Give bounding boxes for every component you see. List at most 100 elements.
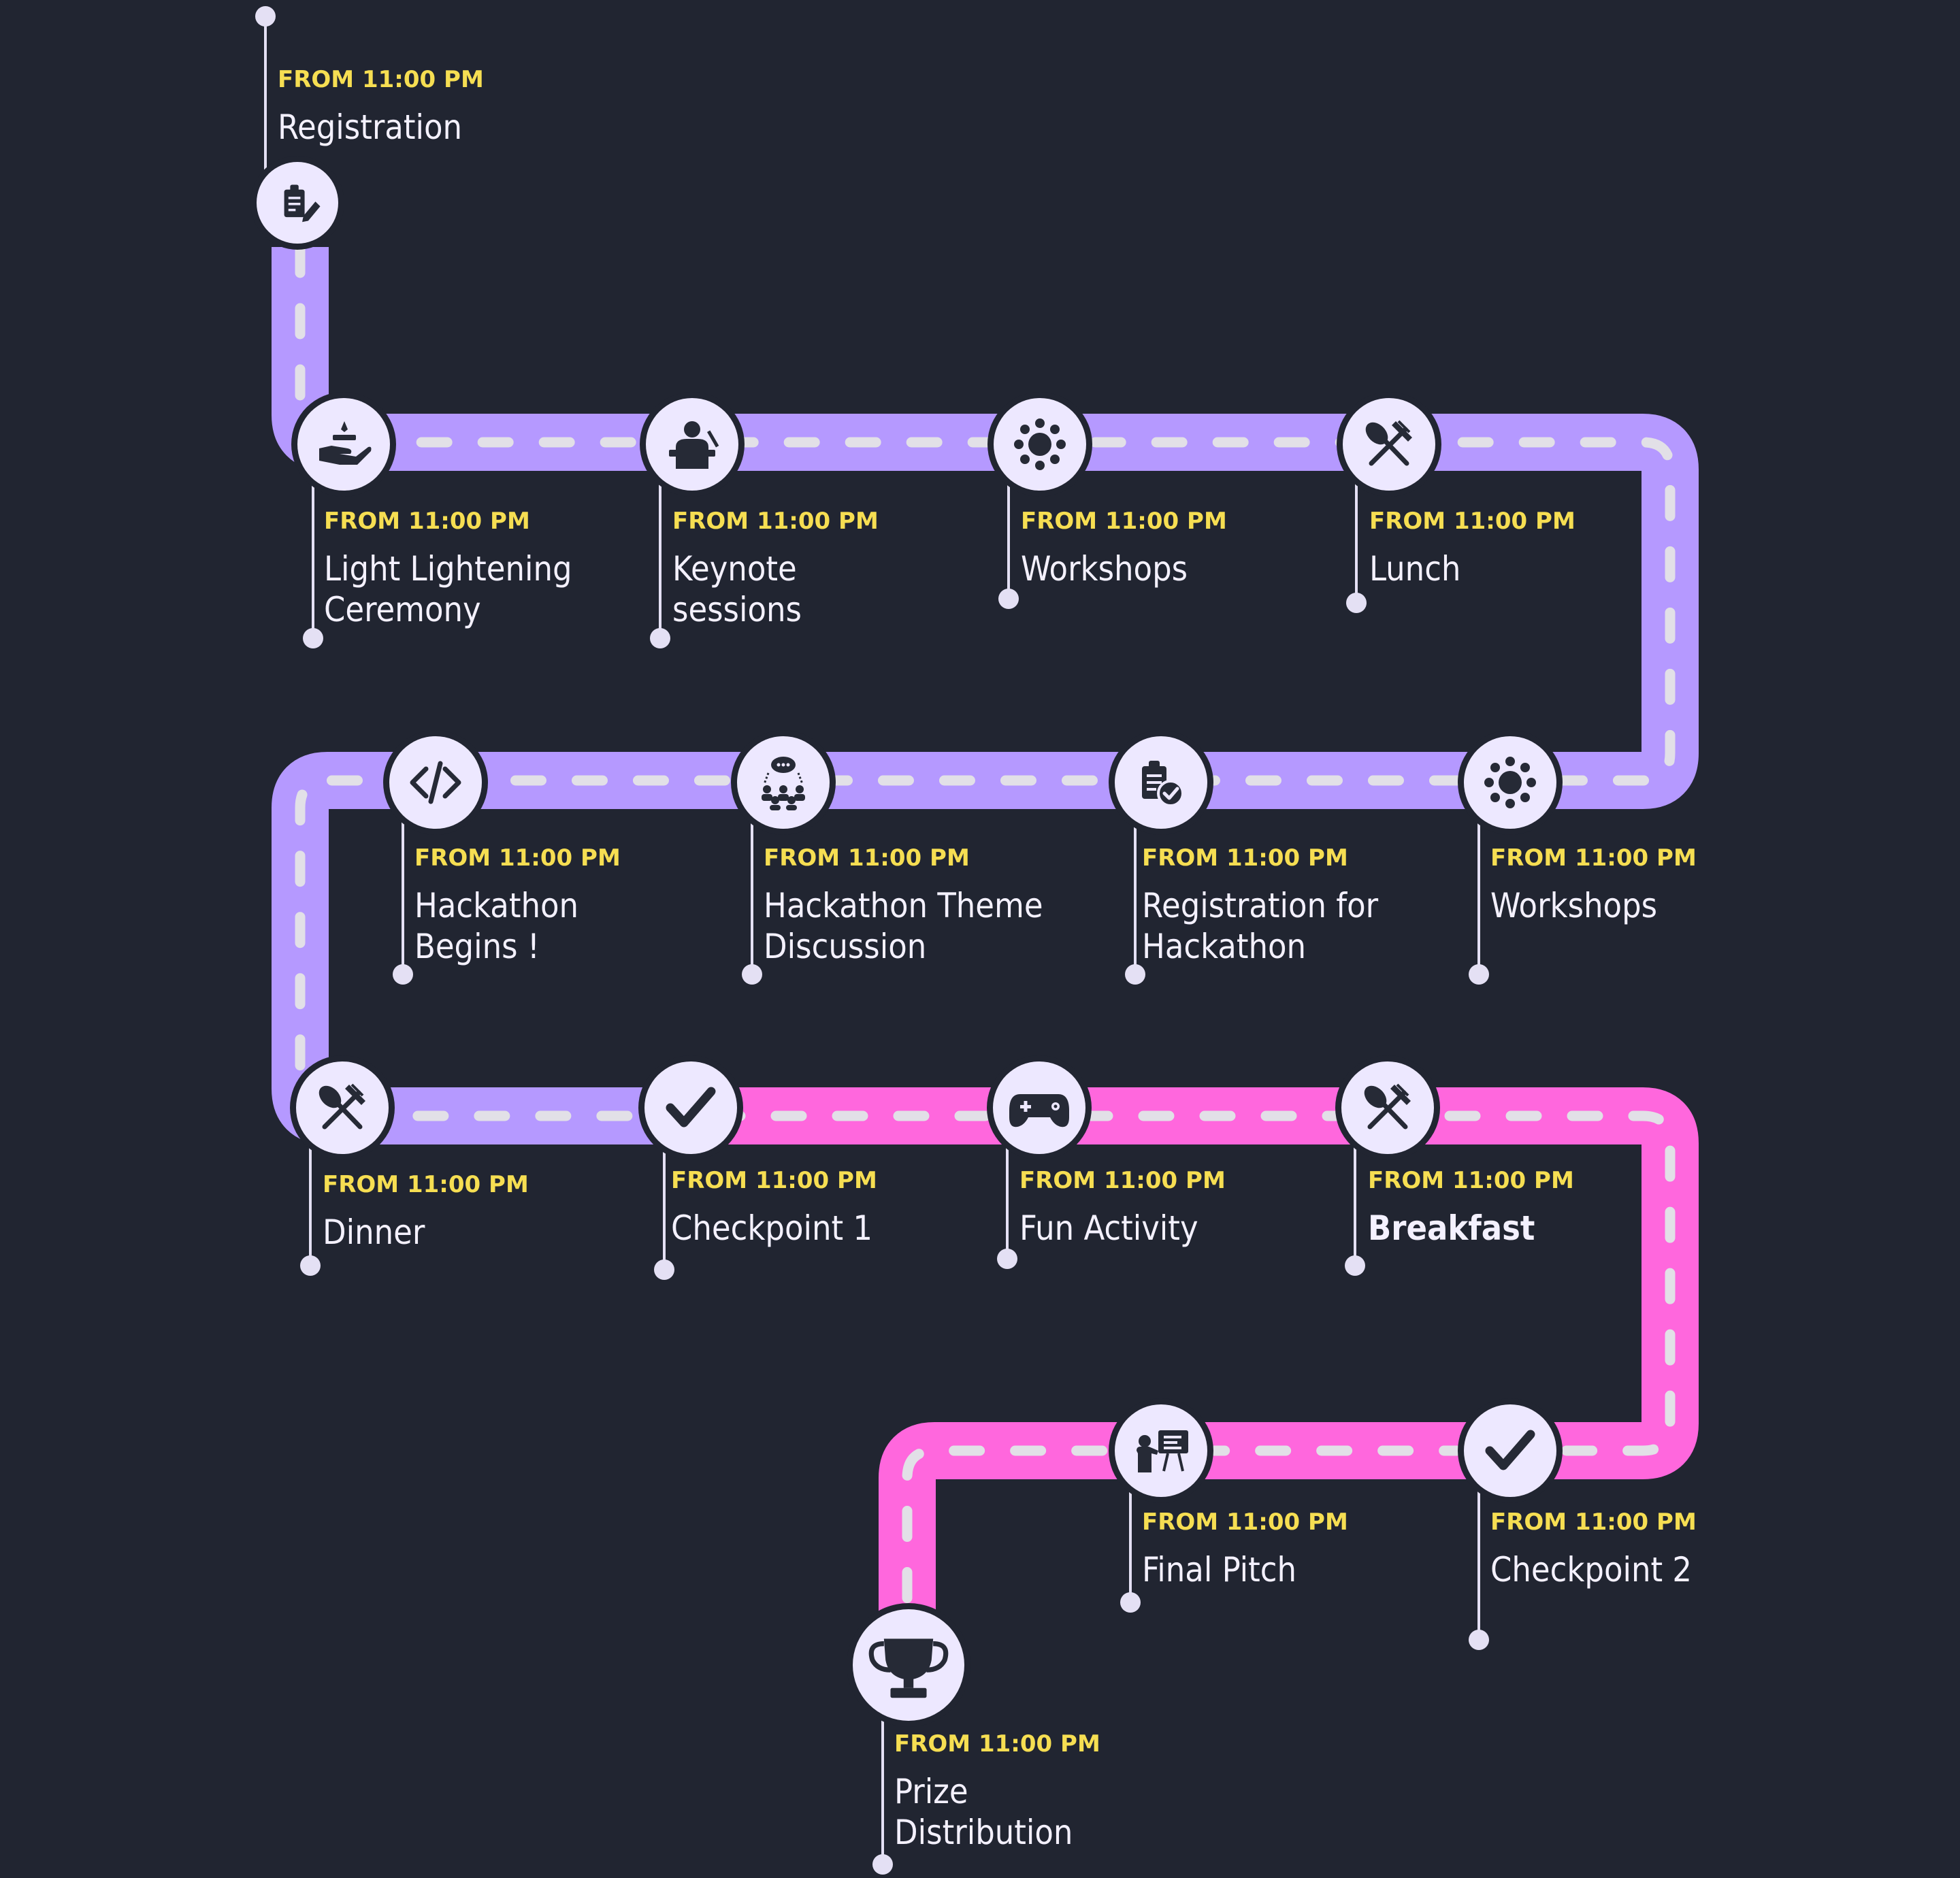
pin-workshops-2	[1469, 806, 1489, 985]
pin-prize-distribution	[872, 1694, 893, 1875]
timeline-pins	[255, 6, 1489, 1875]
node-final-pitch	[1109, 1398, 1213, 1503]
event-title-line: Workshops	[1021, 549, 1188, 589]
pin-dot	[998, 589, 1019, 609]
event-title-line: Lunch	[1369, 549, 1460, 589]
event-time: FROM 11:00 PM	[1142, 1509, 1348, 1536]
node-circle	[644, 1061, 737, 1154]
node-keynote-sessions	[640, 392, 745, 497]
timeline-nodes	[250, 156, 1563, 1727]
event-time: FROM 11:00 PM	[1021, 508, 1227, 535]
event-workshops-2: FROM 11:00 PM Workshops	[1490, 844, 1697, 925]
pin-breakfast	[1345, 1133, 1365, 1276]
event-time: FROM 11:00 PM	[1142, 844, 1348, 872]
node-hackathon-begins	[383, 730, 488, 835]
event-time: FROM 11:00 PM	[671, 1167, 877, 1194]
event-time: FROM 11:00 PM	[1019, 1167, 1226, 1194]
event-final-pitch: FROM 11:00 PM Final Pitch	[1142, 1509, 1348, 1589]
pin-checkpoint-2	[1469, 1473, 1489, 1650]
event-lunch: FROM 11:00 PM Lunch	[1369, 508, 1575, 589]
event-title-line: Final Pitch	[1142, 1550, 1296, 1589]
pin-fun-activity	[997, 1133, 1017, 1269]
event-registration: FROM 11:00 PM Registration	[278, 66, 484, 147]
pin-light-lightening-ceremony	[303, 469, 323, 648]
event-fun-activity: FROM 11:00 PM Fun Activity	[1019, 1167, 1226, 1248]
node-circle	[737, 736, 830, 829]
pin-dot	[1345, 1255, 1365, 1276]
node-workshops-2	[1458, 730, 1563, 835]
pin-dot	[1120, 1592, 1141, 1613]
event-title-line: sessions	[672, 590, 802, 629]
node-registration-for-hackathon	[1109, 730, 1213, 835]
node-registration	[250, 156, 344, 250]
road-dashes-pink	[648, 1110, 1676, 1638]
pin-dot	[654, 1259, 674, 1280]
event-title-line: Registration	[278, 108, 462, 147]
event-title-line: Keynote	[672, 549, 797, 589]
pin-registration-for-hackathon	[1125, 806, 1145, 985]
pin-dot	[1469, 1630, 1489, 1650]
pin-dot	[300, 1255, 321, 1276]
pin-dot	[255, 6, 276, 27]
round-table-icon	[1484, 757, 1536, 808]
pin-dinner	[300, 1133, 321, 1276]
pin-dot	[1346, 593, 1367, 613]
pin-dot	[650, 628, 670, 648]
pin-workshops-1	[998, 469, 1019, 609]
event-title-line: Hackathon	[1142, 927, 1306, 966]
node-breakfast	[1335, 1055, 1440, 1160]
event-title-line: Registration for	[1142, 886, 1379, 925]
node-lunch	[1337, 392, 1441, 497]
pin-dot	[742, 964, 762, 985]
event-time: FROM 11:00 PM	[764, 844, 970, 872]
event-time: FROM 11:00 PM	[324, 508, 530, 535]
event-title-line: Checkpoint 1	[671, 1208, 872, 1248]
pin-lunch	[1346, 469, 1367, 613]
event-title-line: Fun Activity	[1019, 1208, 1198, 1248]
pin-keynote-sessions	[650, 469, 670, 648]
event-checkpoint-1: FROM 11:00 PM Checkpoint 1	[671, 1167, 877, 1248]
event-time: FROM 11:00 PM	[1368, 1167, 1574, 1194]
event-title-line: Begins !	[414, 927, 540, 966]
pin-dot	[872, 1854, 893, 1875]
event-title-line: Ceremony	[324, 590, 481, 629]
event-time: FROM 11:00 PM	[278, 66, 484, 93]
node-circle	[297, 398, 390, 491]
event-title-line: Hackathon Theme	[764, 886, 1043, 925]
pin-dot	[997, 1249, 1017, 1269]
pin-dot	[1469, 964, 1489, 985]
node-fun-activity	[987, 1055, 1092, 1160]
node-dinner	[290, 1055, 395, 1160]
event-time: FROM 11:00 PM	[1490, 844, 1697, 872]
event-title-line: Workshops	[1490, 886, 1657, 925]
event-time: FROM 11:00 PM	[1369, 508, 1575, 535]
event-title-line: Light Lightening	[324, 549, 572, 589]
node-checkpoint-1	[638, 1055, 743, 1160]
event-title-line: Hackathon	[414, 886, 578, 925]
pin-final-pitch	[1120, 1473, 1141, 1613]
event-time: FROM 11:00 PM	[672, 508, 879, 535]
event-workshops-1: FROM 11:00 PM Workshops	[1021, 508, 1227, 589]
round-table-icon	[1014, 418, 1066, 470]
event-time: FROM 11:00 PM	[1490, 1509, 1697, 1536]
node-checkpoint-2	[1458, 1398, 1563, 1503]
node-light-lightening-ceremony	[291, 392, 396, 497]
pin-dot	[1125, 964, 1145, 985]
node-prize-distribution	[847, 1603, 970, 1727]
pin-checkpoint-1	[654, 1133, 674, 1280]
pin-hackathon-begins	[393, 806, 413, 985]
event-time: FROM 11:00 PM	[414, 844, 621, 872]
event-time: FROM 11:00 PM	[323, 1171, 529, 1198]
node-workshops-1	[987, 392, 1092, 497]
